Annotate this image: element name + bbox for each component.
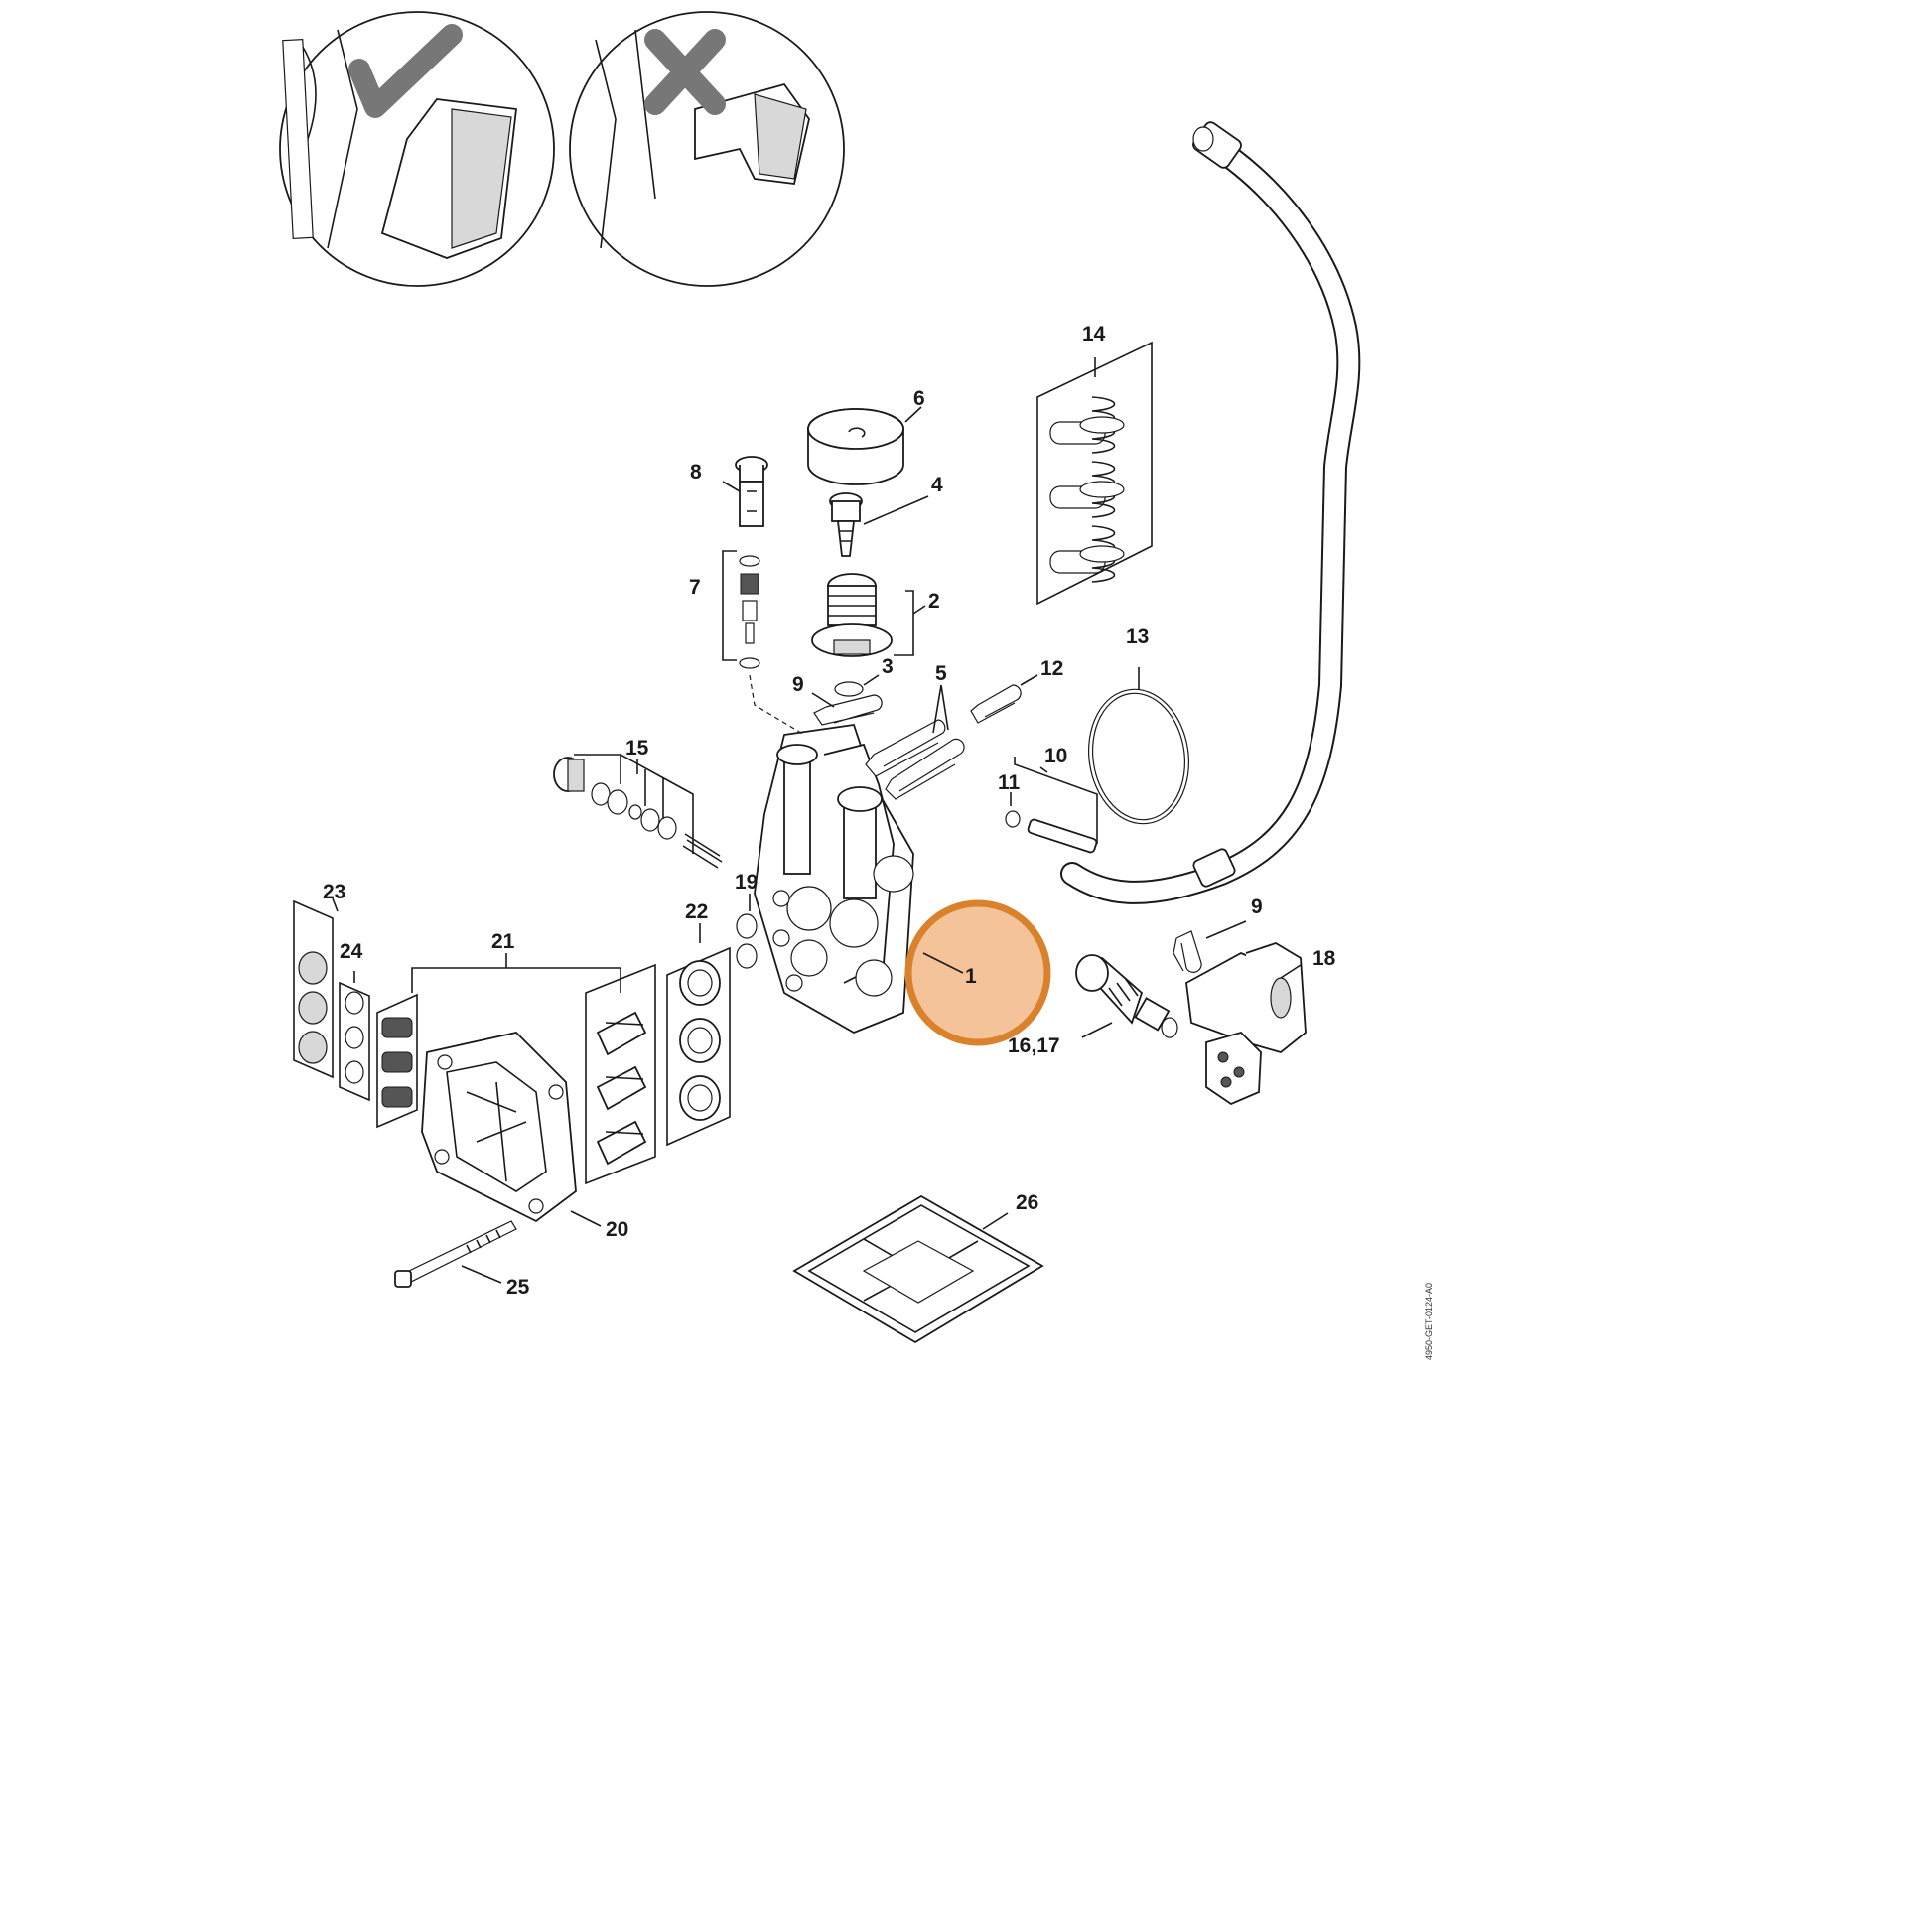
callout-25[interactable]: 25 bbox=[506, 1276, 530, 1299]
callout-23[interactable]: 23 bbox=[323, 881, 345, 903]
part-4-valve bbox=[829, 492, 863, 557]
part-9-clip-top bbox=[813, 694, 883, 726]
callout-18[interactable]: 18 bbox=[1312, 947, 1336, 970]
part-13-oring bbox=[1087, 688, 1190, 825]
part-2-fitting bbox=[811, 573, 893, 657]
callout-16-17[interactable]: 16,17 bbox=[1008, 1035, 1060, 1057]
part-19-orings bbox=[736, 913, 758, 969]
callout-26[interactable]: 26 bbox=[1016, 1191, 1038, 1214]
part-16-17-valve bbox=[1075, 954, 1178, 1038]
callout-14[interactable]: 14 bbox=[1082, 323, 1106, 345]
highlight-marker[interactable] bbox=[904, 899, 1051, 1046]
part-26-gasket-kit bbox=[792, 1194, 1044, 1344]
drawing-reference: 4950-GET-0124-A0 bbox=[1424, 1283, 1434, 1360]
callout-9-top[interactable]: 9 bbox=[792, 673, 804, 696]
part-15-kit bbox=[553, 754, 723, 869]
part-25-bolt bbox=[394, 1220, 517, 1288]
part-21-pistons bbox=[376, 963, 656, 1185]
part-7-kit bbox=[722, 550, 760, 669]
callout-4[interactable]: 4 bbox=[931, 474, 943, 496]
part-3-oring bbox=[834, 681, 864, 697]
callout-10[interactable]: 10 bbox=[1044, 745, 1067, 767]
callout-21[interactable]: 21 bbox=[491, 930, 515, 953]
callout-2[interactable]: 2 bbox=[928, 590, 940, 613]
callout-5[interactable]: 5 bbox=[935, 662, 947, 685]
callout-1[interactable]: 1 bbox=[965, 965, 977, 988]
callout-24[interactable]: 24 bbox=[340, 940, 363, 963]
callout-6[interactable]: 6 bbox=[913, 387, 925, 410]
part-14-springs bbox=[1036, 341, 1153, 606]
install-hint-correct bbox=[279, 11, 555, 287]
callout-19[interactable]: 19 bbox=[735, 871, 758, 894]
callout-8[interactable]: 8 bbox=[690, 461, 702, 483]
part-9-clip-right bbox=[1173, 930, 1202, 973]
callout-20[interactable]: 20 bbox=[606, 1218, 628, 1241]
cross-icon bbox=[644, 29, 726, 115]
install-hint-wrong bbox=[569, 11, 845, 287]
part-22-seals bbox=[666, 946, 731, 1147]
part-24-orings bbox=[339, 981, 370, 1102]
part-18-unloader bbox=[1185, 942, 1307, 1106]
part-8-valve bbox=[735, 456, 768, 527]
checkmark-icon bbox=[348, 24, 463, 118]
part-10-hose bbox=[1027, 121, 1361, 904]
part-6-cap bbox=[807, 408, 904, 485]
callout-13[interactable]: 13 bbox=[1126, 625, 1149, 648]
part-5-clips bbox=[865, 719, 965, 800]
callout-15[interactable]: 15 bbox=[625, 737, 649, 759]
callout-3[interactable]: 3 bbox=[882, 655, 894, 678]
callout-11[interactable]: 11 bbox=[998, 771, 1021, 794]
part-12-clip bbox=[970, 684, 1022, 724]
callout-7[interactable]: 7 bbox=[689, 576, 701, 599]
callout-12[interactable]: 12 bbox=[1040, 657, 1063, 680]
part-23-plugs bbox=[293, 899, 334, 1079]
pump-housing-part-1 bbox=[754, 724, 914, 1034]
callout-9-right[interactable]: 9 bbox=[1251, 896, 1263, 918]
part-20-manifold bbox=[421, 1032, 577, 1223]
part-11-oring bbox=[1005, 810, 1021, 828]
callout-22[interactable]: 22 bbox=[685, 900, 708, 923]
